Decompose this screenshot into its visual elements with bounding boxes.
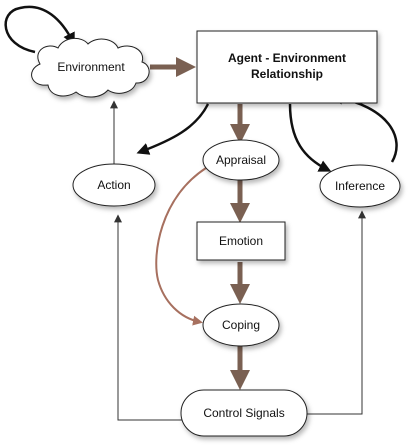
edge-appraisal-to-coping <box>155 167 207 326</box>
label-relationship-line1: Agent - Environment <box>228 51 346 65</box>
node-coping <box>202 303 280 347</box>
node-control-signals <box>180 389 308 437</box>
edge-inference-to-relationship <box>330 92 398 163</box>
label-coping: Coping <box>222 318 260 332</box>
edge-relationship-to-inference <box>288 103 332 172</box>
label-control-signals: Control Signals <box>203 406 284 420</box>
node-appraisal <box>202 139 280 181</box>
edge-control-signals-to-action <box>114 214 182 421</box>
label-environment: Environment <box>57 60 125 74</box>
label-inference: Inference <box>335 179 385 193</box>
node-action <box>72 163 156 207</box>
node-emotion <box>196 221 286 261</box>
node-agent-environment-relationship <box>196 30 378 104</box>
edge-relationship-to-action <box>136 103 210 155</box>
edge-environment-self-loop <box>4 5 75 54</box>
label-appraisal: Appraisal <box>216 153 266 167</box>
label-emotion: Emotion <box>219 234 263 248</box>
label-action: Action <box>97 178 130 192</box>
node-inference <box>319 164 401 208</box>
edge-control-signals-to-inference <box>306 210 366 415</box>
label-relationship-line2: Relationship <box>251 67 323 81</box>
node-environment <box>31 38 150 98</box>
